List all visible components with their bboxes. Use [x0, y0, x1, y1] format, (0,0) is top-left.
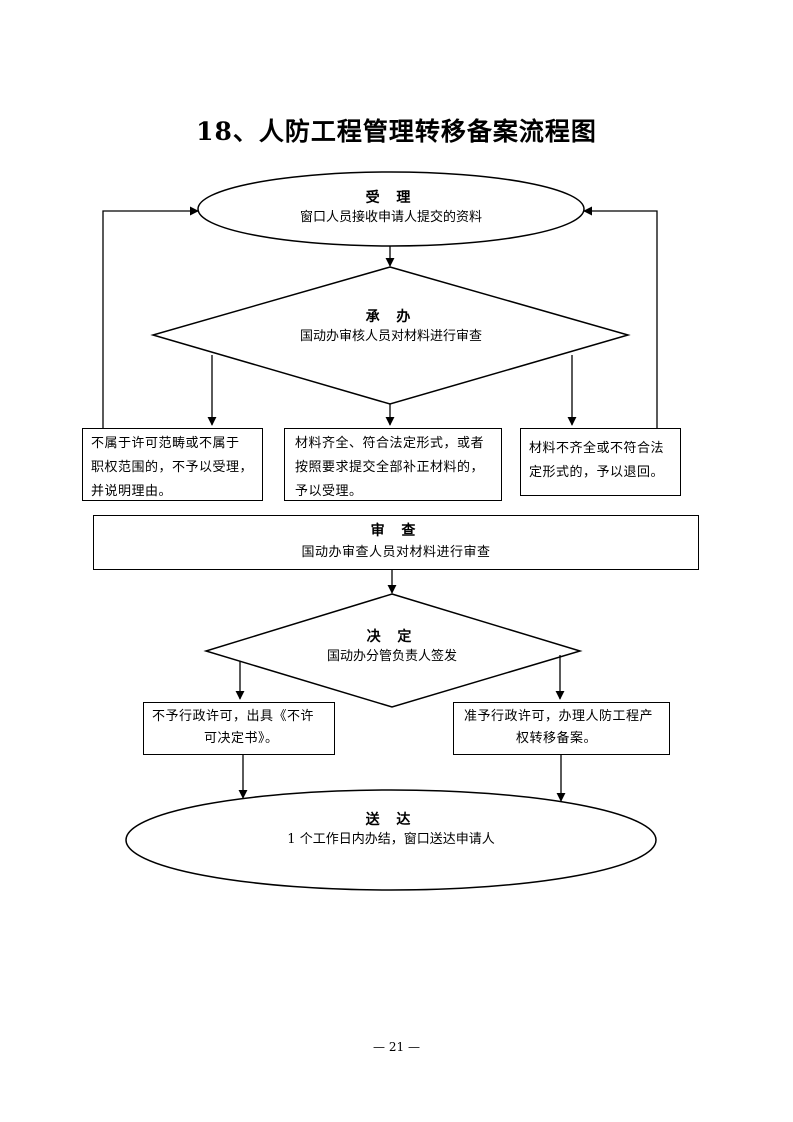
review-text: 国动办审查人员对材料进行审查: [301, 545, 491, 560]
reject-line-1: 不属于许可范畴或不属于: [91, 436, 240, 451]
undertake-text: 国动办审核人员对材料进行审查: [299, 329, 482, 344]
undertake-node: 承 办 国动办审核人员对材料进行审查: [260, 307, 522, 347]
undertake-heading: 承 办: [365, 309, 417, 325]
return-line-2: 定形式的，予以退回。: [529, 465, 665, 480]
deny-line-1: 不予行政许可，出具《不许: [152, 709, 315, 724]
decide-node: 决 定 国动办分管负责人签发: [292, 627, 492, 667]
decide-diamond: [203, 593, 583, 708]
reject-line-2: 职权范围的，不予以受理，: [91, 460, 254, 475]
approve-line-1: 准予行政许可，办理人防工程产: [464, 709, 654, 724]
page-number: — 21 —: [373, 1040, 420, 1054]
accept-text: 窗口人员接收申请人提交的资料: [299, 210, 482, 225]
accept-line-1: 材料齐全、符合法定形式，或者: [295, 436, 485, 451]
review-heading: 审 查: [370, 523, 422, 539]
accept-node: 受 理 窗口人员接收申请人提交的资料: [250, 188, 532, 228]
loop-left-to-accept: [102, 206, 199, 428]
accept-line-3: 予以受理。: [295, 484, 363, 499]
deliver-node: 送 达 1 个工作日内办结，窗口送达申请人: [231, 810, 551, 850]
deny-box: 不予行政许可，出具《不许 可决定书》。: [143, 702, 335, 755]
deliver-text: 1 个工作日内办结，窗口送达申请人: [287, 832, 495, 847]
decide-heading: 决 定: [366, 629, 418, 645]
decide-text: 国动办分管负责人签发: [326, 649, 457, 664]
loop-right-to-accept: [583, 206, 658, 428]
return-line-1: 材料不齐全或不符合法: [529, 441, 665, 456]
reject-line-3: 并说明理由。: [91, 484, 173, 499]
page-title: 18、人防工程管理转移备案流程图: [196, 117, 597, 146]
reject-box: 不属于许可范畴或不属于 职权范围的，不予以受理， 并说明理由。: [82, 428, 263, 501]
approve-line-2: 权转移备案。: [516, 731, 598, 746]
deny-line-2: 可决定书》。: [204, 731, 279, 746]
return-box: 材料不齐全或不符合法 定形式的，予以退回。: [520, 428, 681, 496]
accept-heading: 受 理: [365, 190, 417, 206]
accept-line-2: 按照要求提交全部补正材料的，: [295, 460, 485, 475]
deliver-ellipse: [125, 789, 657, 891]
approve-box: 准予行政许可，办理人防工程产 权转移备案。: [453, 702, 670, 755]
deliver-heading: 送 达: [365, 812, 417, 828]
accept-box: 材料齐全、符合法定形式，或者 按照要求提交全部补正材料的， 予以受理。: [284, 428, 502, 501]
review-box: 审 查 国动办审查人员对材料进行审查: [93, 515, 699, 570]
